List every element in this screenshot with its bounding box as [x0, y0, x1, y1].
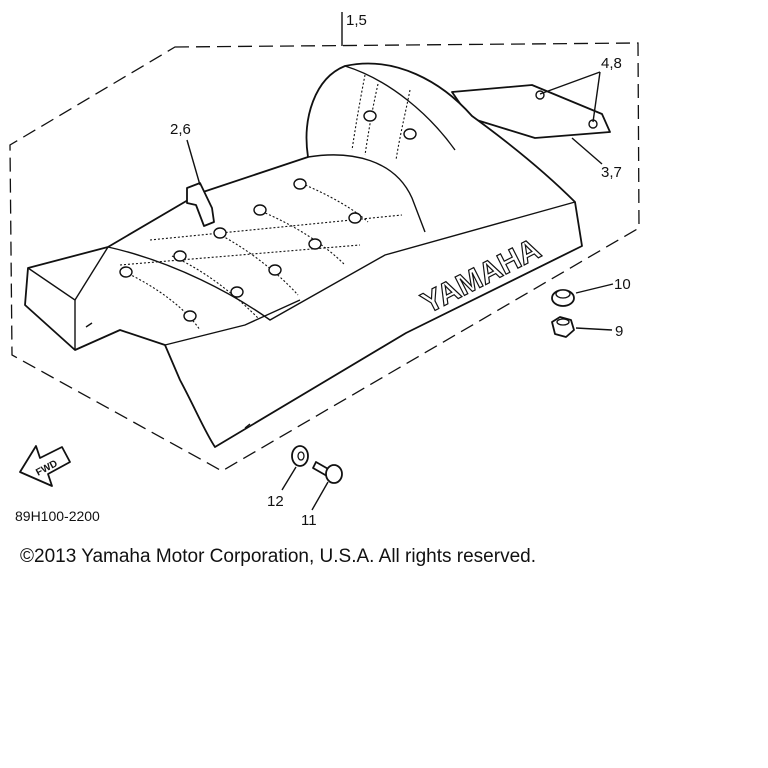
- part-collar-10[interactable]: [551, 289, 575, 307]
- seat-strap[interactable]: [186, 182, 215, 227]
- callout-4-8: 4,8: [601, 55, 622, 72]
- callout-3-7: 3,7: [601, 164, 622, 181]
- seat-body[interactable]: [24, 62, 583, 448]
- fwd-arrow-icon: FWD: [19, 445, 71, 487]
- assembly-boundary: [9, 12, 640, 472]
- seat-buttons: [119, 110, 417, 322]
- callout-9: 9: [615, 323, 623, 340]
- callout-12: 12: [267, 493, 284, 510]
- part-bolt-11[interactable]: [312, 461, 343, 484]
- callout-leaders: [186, 71, 603, 186]
- callout-2-6: 2,6: [170, 121, 191, 138]
- copyright-notice: ©2013 Yamaha Motor Corporation, U.S.A. A…: [20, 546, 536, 567]
- part-washer-12[interactable]: [291, 445, 309, 467]
- part-nut-9[interactable]: [551, 316, 575, 338]
- drawing-code: 89H100-2200: [15, 508, 100, 524]
- callout-1-5: 1,5: [346, 12, 367, 29]
- callout-10: 10: [614, 276, 631, 293]
- callout-11: 11: [301, 512, 317, 529]
- seat-assembly: YAMAHA: [24, 62, 611, 448]
